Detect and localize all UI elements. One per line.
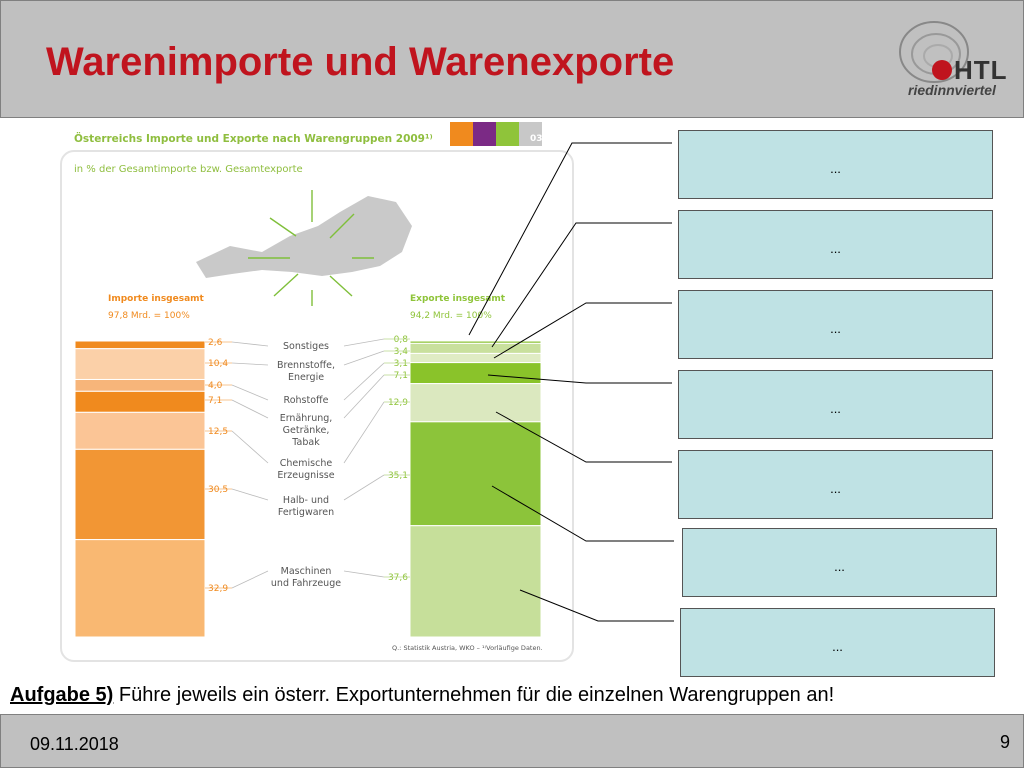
category-connector <box>343 474 385 501</box>
trade-arrow-icon <box>329 213 355 239</box>
chart-card <box>60 150 574 662</box>
pointer-line <box>491 222 672 348</box>
slide-footer <box>0 714 1024 768</box>
bar-segment-export <box>409 352 542 364</box>
bar-segment-import <box>74 448 206 541</box>
import-value-label: 32,9 <box>208 584 228 594</box>
import-value-label: 4,0 <box>208 381 223 391</box>
answer-box-4[interactable]: ... <box>678 370 993 439</box>
answer-box-2[interactable]: ... <box>678 210 993 279</box>
slide-date: 09.11.2018 <box>30 734 119 754</box>
category-label: Rohstoffe <box>284 395 329 406</box>
chart-source: Q.: Statistik Austria, WKO – ¹⁾Vorläufig… <box>392 644 543 652</box>
category-label: Ernährung, <box>280 413 333 424</box>
category-connector <box>231 570 269 589</box>
pointer-line <box>491 485 674 542</box>
task-description: Führe jeweils ein österr. Exportunterneh… <box>113 684 835 706</box>
import-value-label: 7,1 <box>208 396 222 406</box>
answer-box-5[interactable]: ... <box>678 450 993 519</box>
category-connector <box>231 488 269 501</box>
page-number: 9 <box>1000 732 1011 752</box>
category-connector <box>343 570 385 578</box>
bar-segment-import <box>74 390 206 413</box>
slide-title: Warenimporte und Warenexporte <box>46 40 675 84</box>
exports-total: 94,2 Mrd. = 100% <box>410 311 492 321</box>
logo-text-ried: riedinnviertel <box>908 82 996 98</box>
chart-title: Österreichs Importe und Exporte nach War… <box>74 131 433 145</box>
category-label: Fertigwaren <box>278 507 334 518</box>
austria-map-icon <box>196 196 412 278</box>
imports-total: 97,8 Mrd. = 100% <box>108 311 190 321</box>
bar-segment-import <box>74 348 206 380</box>
color-badge-swatch <box>519 122 542 146</box>
category-connector <box>343 374 385 419</box>
category-connector <box>231 362 269 366</box>
bar-segment-import <box>74 340 206 350</box>
pointer-line <box>495 411 672 463</box>
export-value-label: 3,1 <box>394 359 408 369</box>
export-value-label: 12,9 <box>388 398 408 408</box>
category-connector <box>343 350 385 366</box>
trade-arrow-icon <box>273 273 299 297</box>
import-value-label: 10,4 <box>208 359 228 369</box>
category-label: Maschinen <box>281 566 332 577</box>
category-label: Getränke, <box>283 425 330 436</box>
task-text: Aufgabe 5) Führe jeweils ein österr. Exp… <box>10 684 834 707</box>
bar-segment-export <box>409 342 542 354</box>
color-badge-swatch <box>450 122 473 146</box>
answer-box-7[interactable]: ... <box>680 608 995 677</box>
category-connector <box>231 341 269 347</box>
export-value-label: 35,1 <box>388 471 408 481</box>
export-value-label: 3,4 <box>394 347 409 357</box>
pointer-line <box>487 374 672 384</box>
category-label: Chemische <box>280 458 333 469</box>
trade-arrow-icon <box>269 217 297 237</box>
category-label: und Fahrzeuge <box>271 578 341 589</box>
category-label: Erzeugnisse <box>277 470 334 481</box>
category-label: Energie <box>288 372 324 383</box>
answer-box-3[interactable]: ... <box>678 290 993 359</box>
import-value-label: 12,5 <box>208 427 228 437</box>
category-connector <box>231 399 269 419</box>
export-value-label: 37,6 <box>388 573 408 583</box>
category-label: Sonstiges <box>283 341 329 352</box>
bar-segment-export <box>409 362 542 385</box>
slide-header <box>0 0 1024 118</box>
imports-title: Importe insgesamt <box>108 294 205 304</box>
pointer-line <box>468 142 672 336</box>
category-label: Halb- und <box>283 495 329 506</box>
color-badge-swatch <box>496 122 519 146</box>
trade-arrow-icon <box>329 275 353 297</box>
logo-text-htl: HTL <box>954 55 1008 85</box>
category-connector <box>343 401 385 464</box>
color-badge-label: 03 <box>530 134 543 144</box>
category-label: Tabak <box>291 437 320 448</box>
import-value-label: 30,5 <box>208 485 228 495</box>
bar-segment-export <box>409 421 542 527</box>
bar-segment-export <box>409 383 542 423</box>
category-connector <box>231 384 269 401</box>
category-connector <box>343 362 385 401</box>
color-badge-swatch <box>473 122 496 146</box>
export-value-label: 7,1 <box>394 371 408 381</box>
category-connector <box>231 430 269 464</box>
pointer-line <box>493 302 672 359</box>
category-connector <box>343 338 385 347</box>
bar-segment-import <box>74 378 206 392</box>
answer-box-1[interactable]: ... <box>678 130 993 199</box>
export-value-label: 0,8 <box>394 335 409 345</box>
pointer-line <box>519 589 674 622</box>
task-label: Aufgabe 5) <box>10 684 114 706</box>
import-value-label: 2,6 <box>208 338 223 348</box>
category-label: Brennstoffe, <box>277 360 335 371</box>
bar-segment-import <box>74 411 206 450</box>
bar-segment-import <box>74 539 206 638</box>
htl-logo-icon <box>899 21 969 83</box>
bar-segment-export <box>409 525 542 638</box>
answer-box-6[interactable]: ... <box>682 528 997 597</box>
chart-subtitle: in % der Gesamtimporte bzw. Gesamtexport… <box>74 164 303 175</box>
exports-title: Exporte insgesamt <box>410 294 506 304</box>
